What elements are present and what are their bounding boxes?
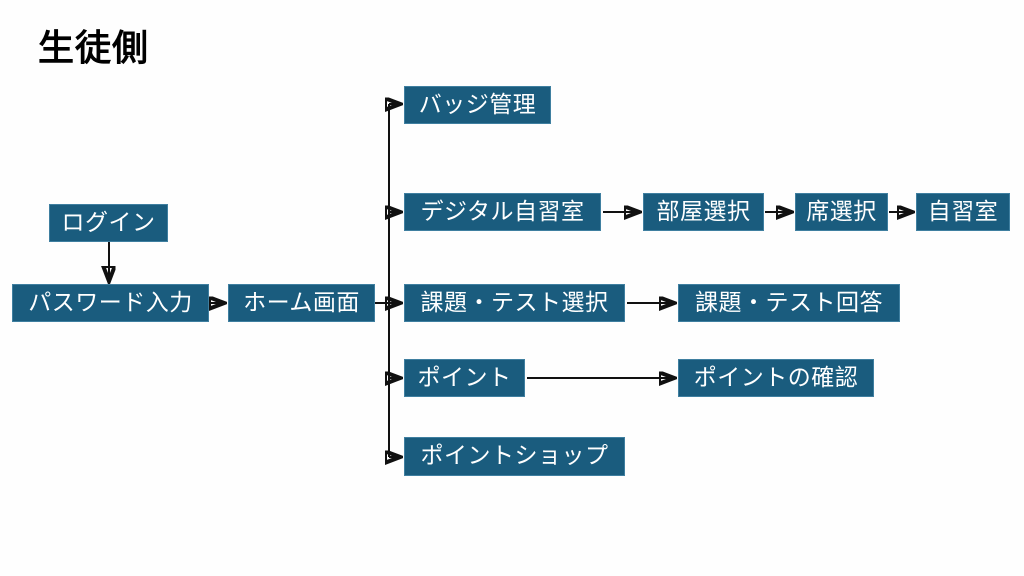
node-task-answer[interactable]: 課題・テスト回答 [678, 284, 900, 322]
node-password[interactable]: パスワード入力 [12, 284, 209, 322]
node-point-shop[interactable]: ポイントショップ [404, 437, 625, 476]
node-badge[interactable]: バッジ管理 [404, 86, 551, 124]
node-study-room[interactable]: 自習室 [916, 193, 1010, 231]
page-title: 生徒側 [38, 27, 150, 68]
node-login[interactable]: ログイン [49, 204, 168, 242]
node-room-select[interactable]: 部屋選択 [643, 193, 764, 231]
node-task-select[interactable]: 課題・テスト選択 [404, 284, 625, 322]
node-seat-select[interactable]: 席選択 [795, 193, 888, 231]
node-point-check[interactable]: ポイントの確認 [678, 359, 874, 397]
node-home[interactable]: ホーム画面 [228, 284, 375, 322]
node-digital-room[interactable]: デジタル自習室 [404, 193, 601, 231]
node-point[interactable]: ポイント [404, 359, 525, 397]
